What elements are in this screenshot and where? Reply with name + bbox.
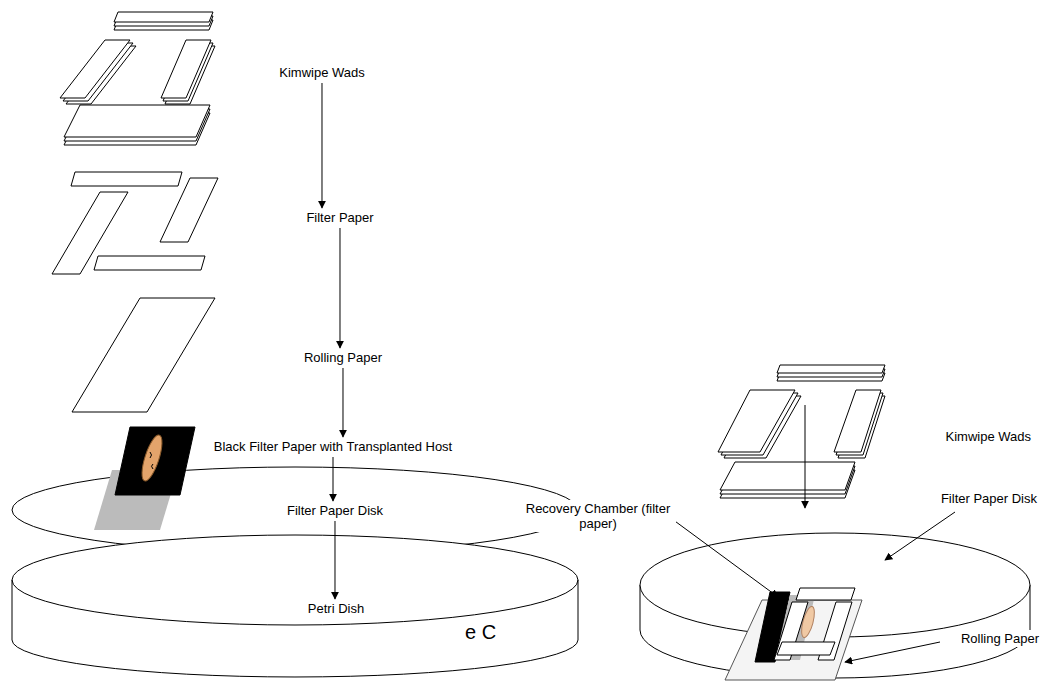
step-label: Filter Paper: [303, 209, 376, 226]
step-text: Kimwipe Wads: [279, 65, 364, 80]
flow-arrow: [321, 83, 322, 208]
step-label: Rolling Paper: [301, 349, 385, 366]
rolling-paper: [72, 298, 215, 412]
step-label: Kimwipe Wads: [276, 64, 367, 81]
part-label: Filter Paper Disk: [938, 490, 1040, 507]
part-label: Rolling Paper: [958, 630, 1042, 647]
step-label: Filter Paper Disk: [284, 502, 386, 519]
flow-arrow: [333, 457, 334, 501]
recovery-chamber: [725, 588, 862, 680]
flow-arrow: [339, 228, 340, 348]
placement-arrow: [805, 405, 806, 508]
black-filter-paper: [115, 427, 195, 495]
kimwipe-wads-assembled: [718, 365, 885, 498]
kimwipe-wads: [60, 12, 215, 145]
part-label: Recovery Chamber (filter paper): [520, 500, 676, 532]
part-label: Kimwipe Wads: [943, 428, 1034, 445]
petri-dish-assembled: [640, 533, 1030, 678]
label-text: Kimwipe Wads: [946, 429, 1031, 444]
flow-arrow: [334, 521, 335, 599]
step-text: Filter Paper: [306, 210, 373, 225]
transplanted-host: [138, 433, 166, 483]
step-label: Petri Dish: [305, 600, 367, 617]
step-label: Black Filter Paper with Transplanted Hos…: [211, 438, 455, 455]
label-text: Filter Paper Disk: [941, 491, 1037, 506]
petri-dish: [12, 535, 578, 677]
step-text: Petri Dish: [308, 601, 364, 616]
flow-arrow: [342, 368, 343, 437]
part-label: e C: [462, 620, 499, 645]
label-text: Recovery Chamber (filter paper): [526, 501, 671, 531]
step-text: Rolling Paper: [304, 350, 382, 365]
label-text: Rolling Paper: [961, 631, 1039, 646]
label-text: e C: [465, 621, 496, 643]
leader-line: [668, 516, 778, 597]
step-text: Filter Paper Disk: [287, 503, 383, 518]
step-text: Black Filter Paper with Transplanted Hos…: [214, 439, 452, 454]
filter-paper-strips: [52, 172, 218, 274]
leader-line: [885, 512, 955, 560]
leader-line: [845, 642, 940, 662]
